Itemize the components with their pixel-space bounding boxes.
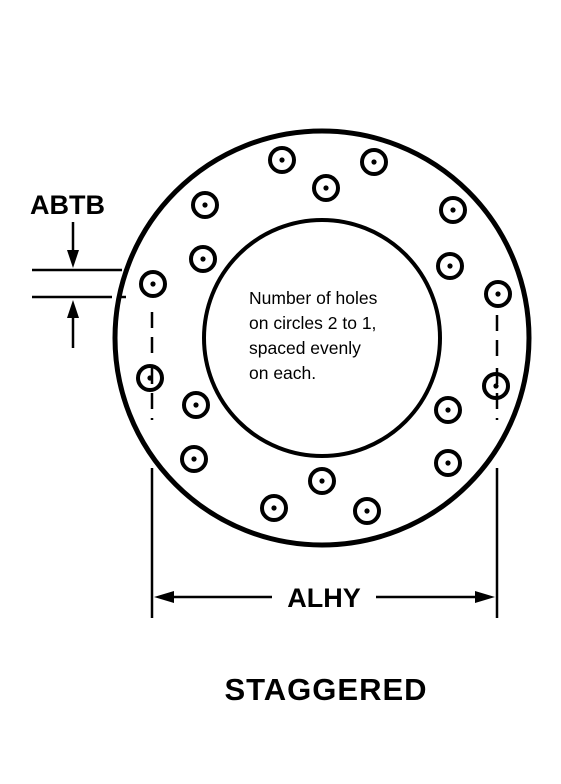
bolt-hole: [360, 148, 388, 176]
bolt-hole-ring: [268, 146, 296, 174]
bolt-hole-center: [202, 202, 208, 208]
bolt-hole-ring: [191, 191, 219, 219]
bolt-hole-ring: [189, 245, 217, 273]
bolt-hole-ring: [434, 396, 462, 424]
bolt-hole-ring: [139, 270, 167, 298]
flange-inner-bore: [202, 218, 442, 458]
bolt-hole: [260, 494, 288, 522]
abtb-label: ABTB: [30, 190, 105, 220]
bolt-hole: [139, 270, 167, 298]
bolt-hole-ring: [353, 497, 381, 525]
bolt-circle-centerlines: [150, 312, 499, 420]
bolt-hole-ring: [136, 364, 164, 392]
bolt-hole-center: [447, 263, 453, 269]
bolt-hole: [180, 445, 208, 473]
bolt-hole-center: [279, 157, 285, 163]
bolt-hole: [308, 467, 336, 495]
bolt-hole-center: [271, 505, 277, 511]
bolt-hole: [436, 252, 464, 280]
bolt-hole: [484, 280, 512, 308]
flange-outer-edge: [112, 128, 532, 548]
bolt-hole-center: [495, 291, 501, 297]
bolt-hole: [136, 364, 164, 392]
note-line: Number of holes: [249, 288, 378, 308]
bolt-hole-center: [191, 456, 197, 462]
bolt-hole: [434, 396, 462, 424]
bolt-hole-ring: [360, 148, 388, 176]
bolt-hole-ring: [182, 391, 210, 419]
diagram-title: STAGGERED: [224, 672, 427, 707]
hole-count-note: Number of holes on circles 2 to 1, space…: [249, 288, 378, 383]
bolt-hole-center: [445, 460, 451, 466]
bolt-hole-ring: [260, 494, 288, 522]
bolt-hole: [434, 449, 462, 477]
bolt-hole-ring: [436, 252, 464, 280]
bolt-hole-ring: [434, 449, 462, 477]
alhy-arrow-right-head: [475, 591, 495, 603]
bolt-hole: [268, 146, 296, 174]
alhy-dimension: [150, 468, 499, 618]
abtb-arrow-up-head: [67, 300, 79, 318]
bolt-hole: [353, 497, 381, 525]
bolt-hole-center: [371, 159, 377, 165]
bolt-hole-center: [364, 508, 370, 514]
bolt-hole: [312, 174, 340, 202]
flange: [112, 128, 532, 548]
bolt-hole: [182, 391, 210, 419]
bolt-hole-ring: [308, 467, 336, 495]
note-line: on each.: [249, 363, 316, 383]
note-line: on circles 2 to 1,: [249, 313, 376, 333]
bolt-holes: [136, 146, 512, 525]
bolt-hole-ring: [180, 445, 208, 473]
bolt-hole-center: [319, 478, 325, 484]
bolt-hole-center: [445, 407, 451, 413]
bolt-hole-ring: [439, 196, 467, 224]
bolt-hole-center: [150, 281, 156, 287]
bolt-hole-center: [323, 185, 329, 191]
bolt-hole-center: [193, 402, 199, 408]
bolt-hole-ring: [484, 280, 512, 308]
bolt-hole-center: [493, 383, 499, 389]
note-line: spaced evenly: [249, 338, 361, 358]
abtb-dimension: [32, 222, 126, 348]
alhy-arrow-left-head: [154, 591, 174, 603]
abtb-arrow-down-head: [67, 250, 79, 268]
bolt-hole-center: [450, 207, 456, 213]
alhy-label: ALHY: [287, 583, 361, 613]
bolt-hole: [189, 245, 217, 273]
bolt-hole-ring: [312, 174, 340, 202]
bolt-hole: [191, 191, 219, 219]
bolt-hole-center: [200, 256, 206, 262]
bolt-hole: [439, 196, 467, 224]
